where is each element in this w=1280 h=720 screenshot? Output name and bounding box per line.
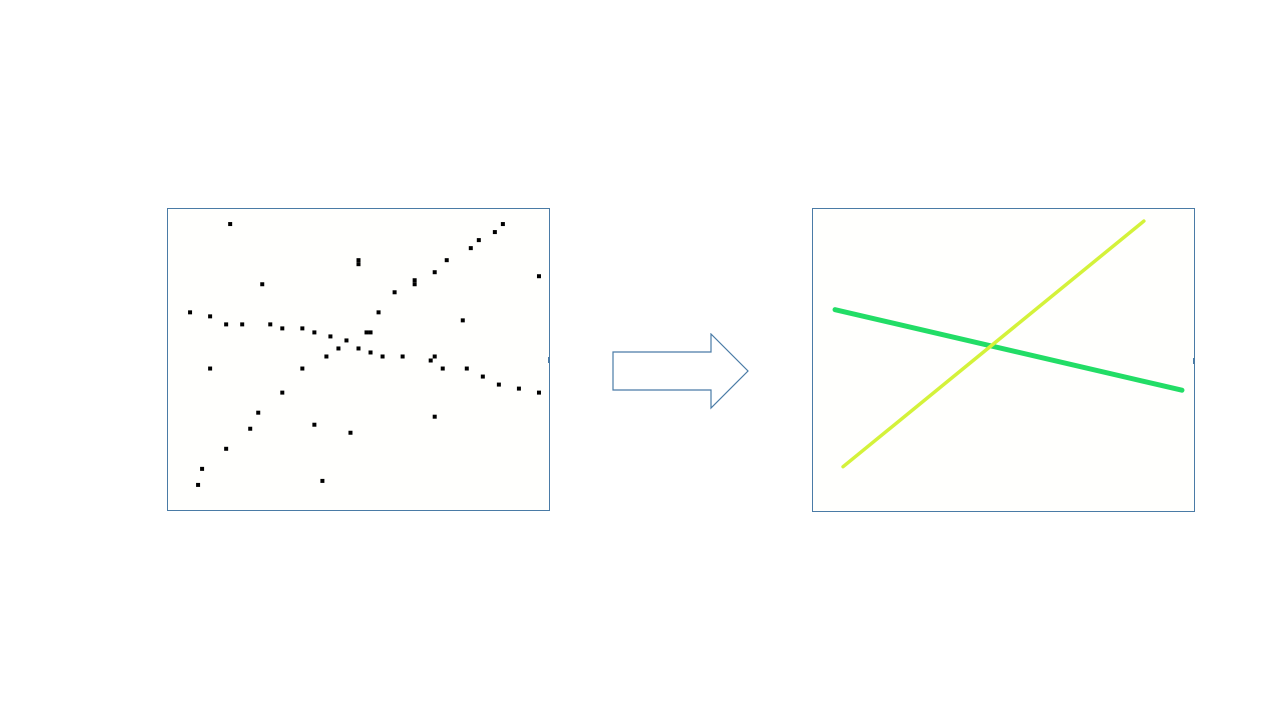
scatter-point-21: [536, 390, 541, 395]
scatter-point-3: [240, 322, 245, 327]
right-arrow-icon: [612, 333, 749, 410]
detected-lines-panel: [812, 208, 1195, 512]
scatter-point-53: [412, 282, 417, 287]
scatter-point-28: [300, 366, 305, 371]
scatter-point-8: [328, 334, 333, 339]
right-panel-edge-tick: [1193, 358, 1195, 364]
scatter-point-35: [412, 278, 417, 283]
lines-plot: [832, 219, 1185, 469]
scatter-point-19: [496, 382, 501, 387]
scatter-point-16: [440, 366, 445, 371]
scatter-point-27: [280, 390, 285, 395]
scatter-point-0: [188, 310, 193, 315]
scatter-point-4: [268, 322, 273, 327]
scatter-point-2: [224, 322, 229, 327]
scatter-point-9: [344, 338, 349, 343]
scatter-point-18: [480, 374, 485, 379]
scatter-point-52: [460, 318, 465, 323]
scatter-point-44: [356, 258, 361, 263]
scatter-point-41: [500, 222, 505, 227]
scatter-point-15: [432, 354, 437, 359]
scatter-point-34: [392, 290, 397, 295]
scatter-point-6: [300, 326, 305, 331]
steep-line: [841, 219, 1146, 469]
shallow-line: [832, 307, 1185, 393]
scatter-point-38: [468, 246, 473, 251]
scatter-point-12: [380, 354, 385, 359]
scatter-point-25: [248, 426, 253, 431]
scatter-point-20: [516, 386, 521, 391]
scatter-point-5: [280, 326, 285, 331]
scatter-point-1: [208, 314, 213, 319]
scatter-point-49: [348, 430, 353, 435]
scatter-plot: [188, 222, 541, 487]
scatter-point-51: [320, 478, 325, 483]
scatter-point-32: [368, 330, 373, 335]
scatter-point-7: [312, 330, 317, 335]
scatter-point-23: [200, 466, 205, 471]
scatter-point-13: [400, 354, 405, 359]
left-panel-edge-tick: [548, 357, 550, 363]
scatter-point-33: [376, 310, 381, 315]
scatter-point-46: [536, 274, 541, 279]
scatter-point-10: [356, 346, 361, 351]
scatter-point-39: [476, 238, 481, 243]
scatter-point-22: [196, 482, 201, 487]
scatter-point-11: [368, 350, 373, 355]
scatter-point-14: [428, 358, 433, 363]
scatter-point-24: [224, 446, 229, 451]
scatter-point-47: [208, 366, 213, 371]
input-points-panel: [167, 208, 550, 511]
arrow-shape: [612, 333, 749, 410]
scatter-point-45: [356, 262, 361, 267]
scatter-point-42: [228, 222, 233, 227]
scatter-point-50: [432, 414, 437, 419]
scatter-point-43: [260, 282, 265, 287]
scatter-point-48: [312, 422, 317, 427]
scatter-point-29: [324, 354, 329, 359]
scatter-point-17: [464, 366, 469, 371]
scatter-point-26: [256, 410, 261, 415]
scatter-point-36: [432, 270, 437, 275]
scatter-point-37: [444, 258, 449, 263]
scatter-point-40: [492, 230, 497, 235]
scatter-point-30: [336, 346, 341, 351]
scatter-point-31: [364, 330, 369, 335]
